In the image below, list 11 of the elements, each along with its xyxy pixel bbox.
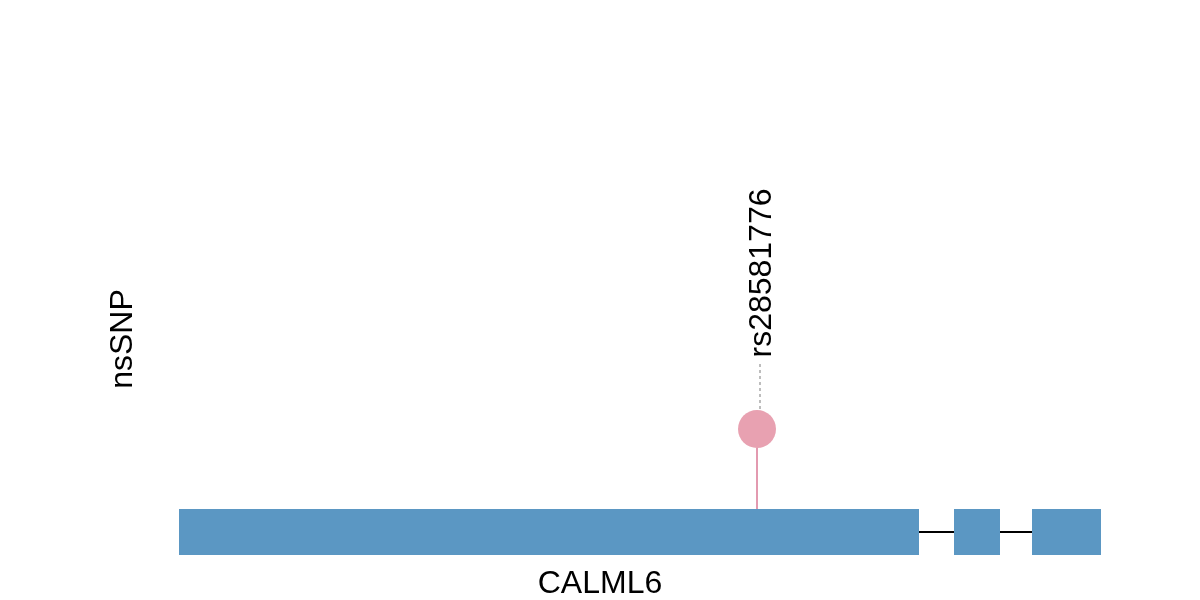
intron-line	[918, 531, 955, 533]
exon-bar	[954, 509, 1000, 555]
track-label: nsSNP	[103, 289, 139, 389]
leader-line	[759, 363, 761, 411]
variant-id-label: rs28581776	[742, 182, 778, 364]
lollipop-dot-icon	[738, 410, 776, 448]
lollipop-stem	[756, 447, 758, 510]
exon-bar	[179, 509, 919, 555]
gene-name-label: CALML6	[536, 566, 664, 598]
exon-bar	[1032, 509, 1101, 555]
intron-line	[999, 531, 1033, 533]
